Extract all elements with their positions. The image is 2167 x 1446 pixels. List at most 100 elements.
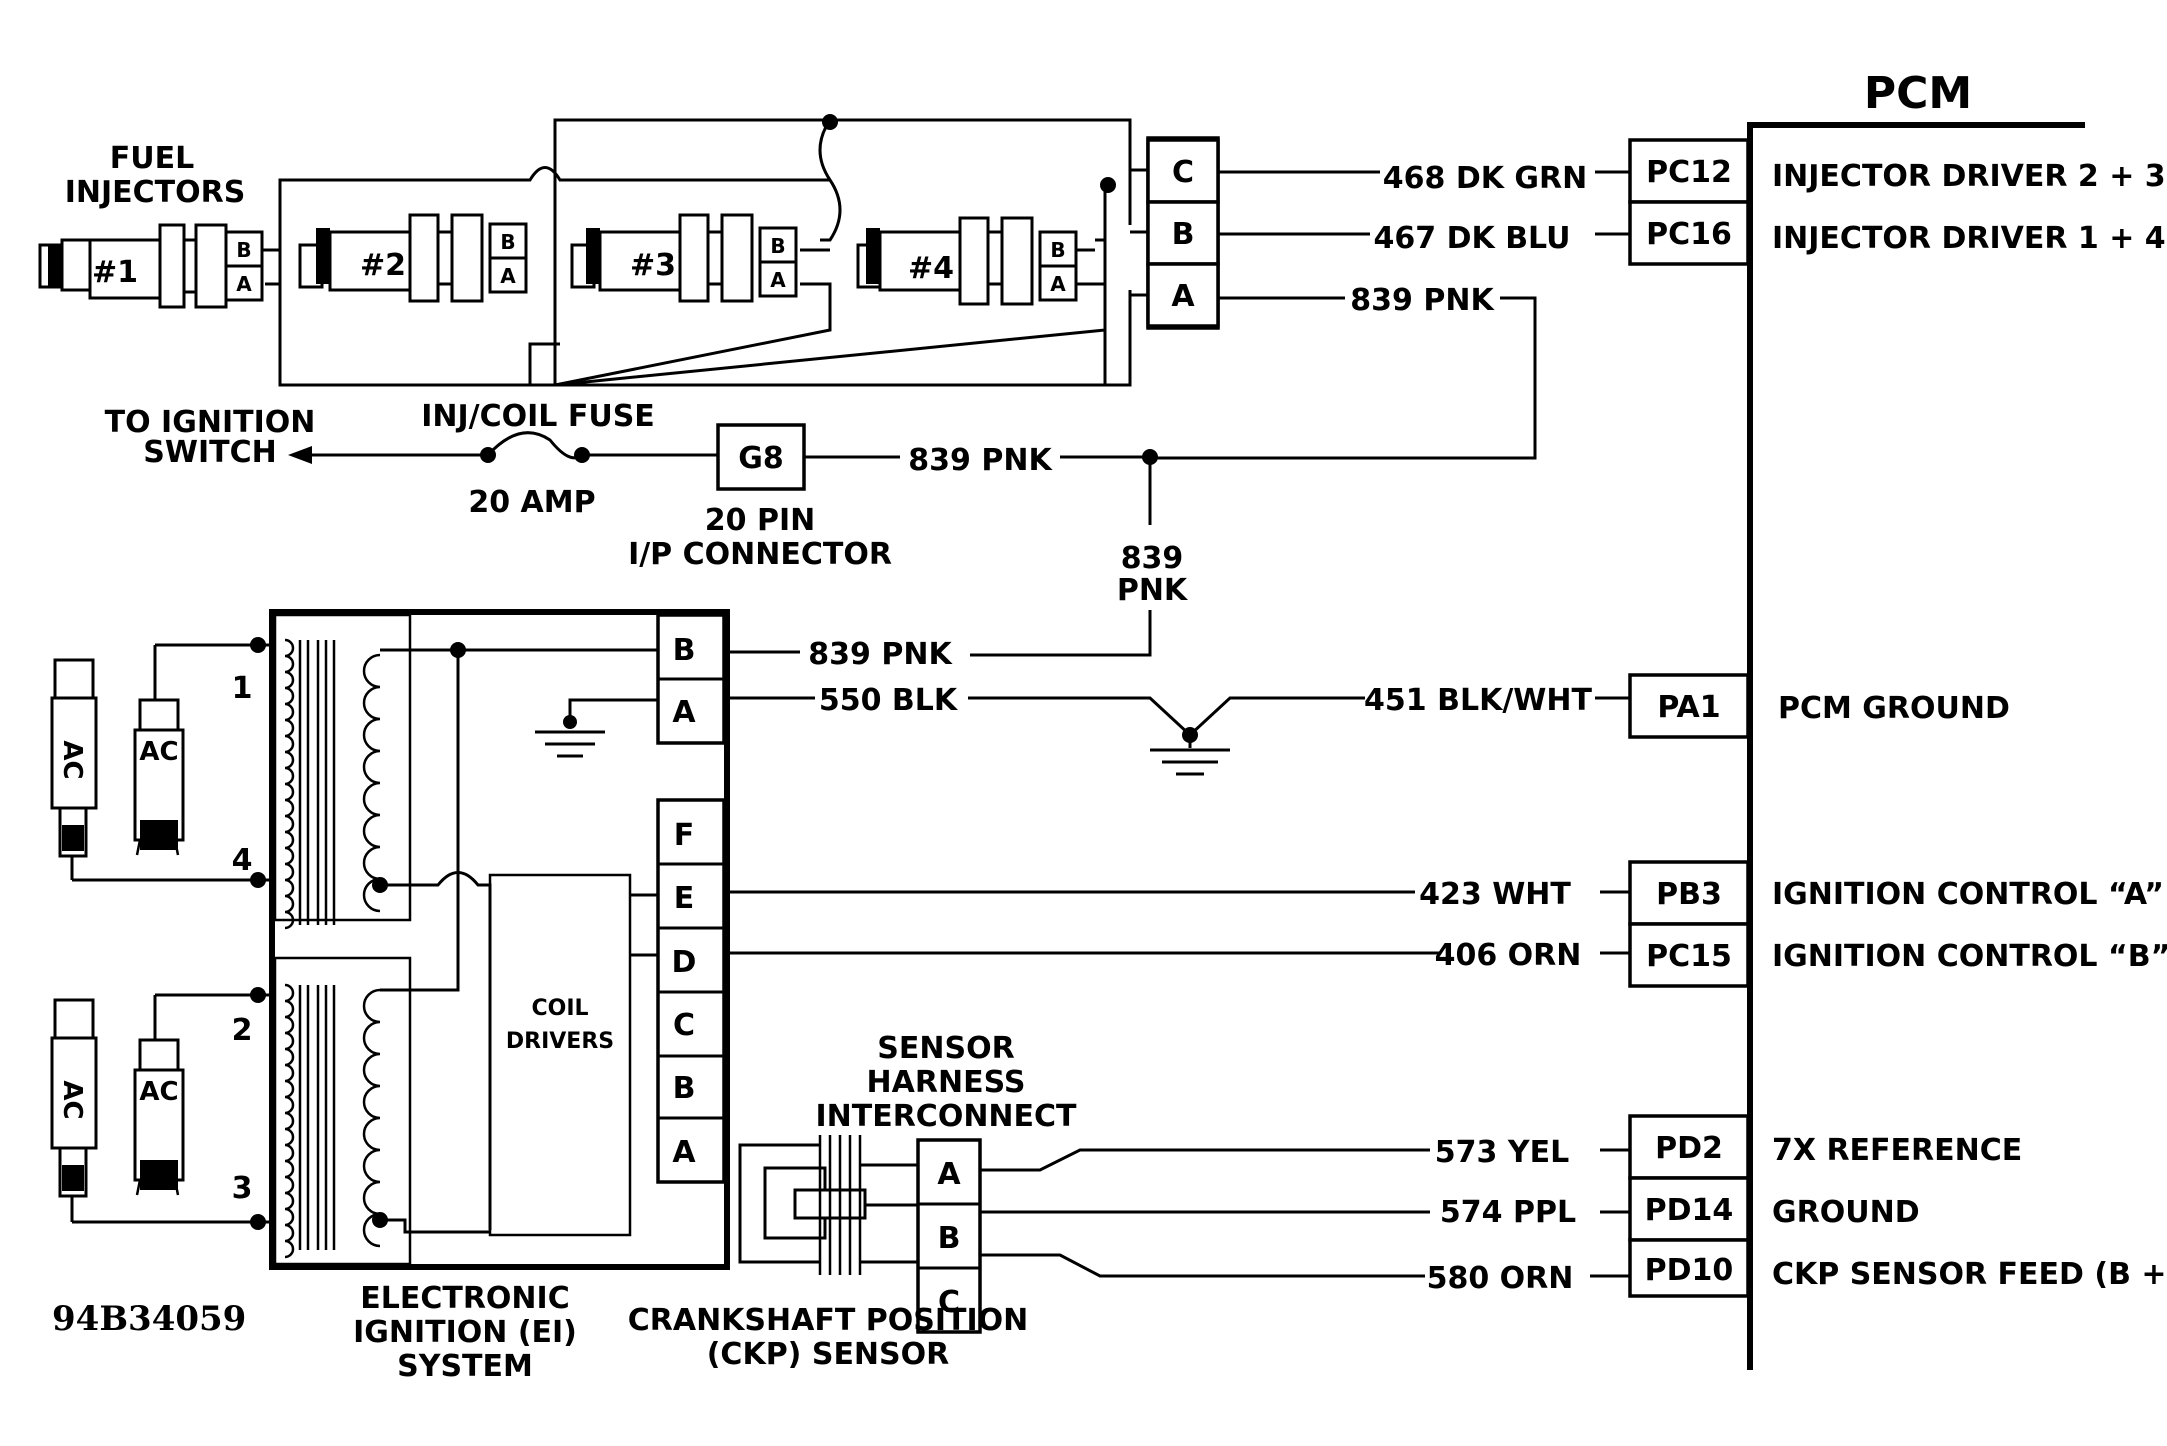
ei-system-label: ELECTRONIC xyxy=(360,1281,569,1316)
pcm-bus-line xyxy=(1747,122,2085,1370)
connector-dividers xyxy=(658,862,724,1120)
wire-label: 467 DK BLU xyxy=(1374,221,1571,256)
pcm-pin-function: IGNITION CONTROL “B” xyxy=(1772,939,2167,974)
pcm-connector-group xyxy=(1628,138,1750,1298)
pcm-pin-label: PB3 xyxy=(1656,877,1722,912)
pcm-pin-function: INJECTOR DRIVER 2 + 3 xyxy=(1772,159,2166,194)
pcm-pin-label: PA1 xyxy=(1657,690,1720,725)
wire-label: PNK xyxy=(1117,573,1189,608)
connector-pin-label: B xyxy=(1172,217,1195,252)
pcm-pin-box xyxy=(1628,1238,1750,1298)
injector-pin-label: B xyxy=(770,234,785,258)
pcm-pin-function: PCM GROUND xyxy=(1778,691,2010,726)
injector-pin-label: A xyxy=(770,268,786,292)
ckp-sensor xyxy=(738,1135,918,1275)
injector-number: #4 xyxy=(908,251,954,286)
splice-dot xyxy=(822,114,838,130)
connector-pin-label: C xyxy=(1172,155,1194,190)
ip-connector-label: 20 PIN xyxy=(705,503,815,538)
coil-terminal-dot xyxy=(250,987,266,1003)
ei-coil-b-wire xyxy=(380,1218,490,1234)
coil-drivers-label: DRIVERS xyxy=(506,1029,614,1054)
spark-plug-brand: AC xyxy=(139,737,178,767)
wire-839-loop xyxy=(1150,296,1537,460)
coil-1-4-primary xyxy=(284,638,381,930)
pcm-pin-function: CKP SENSOR FEED (B + ) xyxy=(1772,1257,2167,1292)
g8-connector xyxy=(716,423,806,491)
sensor-harness-label: HARNESS xyxy=(867,1065,1026,1100)
injector-1 xyxy=(38,223,264,309)
pcm-pin-label: PC12 xyxy=(1646,155,1732,190)
injector-pin-label: A xyxy=(500,264,516,288)
ip-connector-label: I/P CONNECTOR xyxy=(628,537,892,572)
injector-pin-label: A xyxy=(1050,272,1066,296)
spark-plug-brand: AC xyxy=(57,1080,87,1119)
ei-coil-a-wire xyxy=(380,871,492,1230)
pcm-pin-box xyxy=(1628,922,1750,988)
injector-pin-label: B xyxy=(236,238,251,262)
ground-icon xyxy=(1150,735,1230,776)
spark-plug-pair-1-4 xyxy=(50,643,272,882)
cylinder-number: 2 xyxy=(232,1013,253,1048)
pcm-pin-box xyxy=(1628,860,1750,926)
connector-pin-label: C xyxy=(938,1285,960,1320)
injector-4 xyxy=(856,216,1078,306)
wire-label: 451 BLK/WHT xyxy=(1364,683,1592,718)
connector-pin-label: B xyxy=(938,1221,961,1256)
wire-573 xyxy=(980,1148,1430,1172)
wire-label: 423 WHT xyxy=(1419,877,1571,912)
fuel-injectors-title: FUEL xyxy=(110,141,194,176)
injector-pin-label: B xyxy=(1050,238,1065,262)
injector-number: #3 xyxy=(630,248,676,283)
pcm-pin-label: PC16 xyxy=(1646,217,1732,252)
pcm-pin-label: PD2 xyxy=(1655,1131,1723,1166)
pcm-pin-box xyxy=(1628,1114,1750,1180)
connector-pin-label: B xyxy=(673,1071,696,1106)
ei-module xyxy=(269,609,730,1270)
pcm-pin-function: GROUND xyxy=(1772,1195,1920,1230)
wire-label: 839 xyxy=(1121,541,1184,576)
sensor-harness-label: SENSOR xyxy=(877,1031,1014,1066)
cylinder-number: 4 xyxy=(232,843,253,878)
ground-icon xyxy=(535,730,605,758)
wire-label: 550 BLK xyxy=(819,683,959,718)
coil-drivers-label: COIL xyxy=(531,996,588,1021)
to-ignition-label: TO IGNITION xyxy=(105,405,316,440)
g8-label: G8 xyxy=(738,441,784,476)
ckp-sensor-label: (CKP) SENSOR xyxy=(707,1337,950,1372)
spark-plug-brand: AC xyxy=(139,1077,178,1107)
fuse-rating: 20 AMP xyxy=(468,485,595,520)
coil-terminal-dot xyxy=(250,637,266,653)
sensor-harness-label: INTERCONNECT xyxy=(815,1099,1077,1134)
coil-2-3-primary xyxy=(284,983,381,1259)
ei-system-label: SYSTEM xyxy=(397,1349,533,1384)
pcm-pin-box xyxy=(1628,200,1750,266)
pcm-title: PCM xyxy=(1864,68,1972,119)
connector-pin-label: D xyxy=(672,945,697,980)
fuse-terminal xyxy=(480,447,496,463)
injector-2 xyxy=(298,213,528,303)
wire-label: 839 PNK xyxy=(1350,283,1495,318)
spark-plug-pair-2-3 xyxy=(50,993,272,1224)
ckp-harness-connector xyxy=(916,1138,982,1334)
spark-plug-brand: AC xyxy=(57,740,87,779)
coil-terminal-dot xyxy=(250,872,266,888)
fuel-injectors-title: INJECTORS xyxy=(65,175,246,210)
injector-number: #1 xyxy=(92,255,138,290)
ei-internal-b-line xyxy=(380,650,460,992)
injector-harness xyxy=(262,118,1148,387)
ground-dot xyxy=(563,715,577,729)
injector-number: #2 xyxy=(360,248,406,283)
connector-pin-label: A xyxy=(672,1135,696,1170)
coil-drivers-box xyxy=(488,873,632,1237)
fuse-name: INJ/COIL FUSE xyxy=(421,399,655,434)
connector-pin-label: B xyxy=(673,633,696,668)
pcm-pin-function: IGNITION CONTROL “A” xyxy=(1772,877,2164,912)
ei-internal-ground xyxy=(568,698,658,725)
pcm-pin-label: PC15 xyxy=(1646,939,1732,974)
connector-pin-label: C xyxy=(673,1008,695,1043)
cylinder-number: 3 xyxy=(232,1171,253,1206)
connector-dividers xyxy=(918,1202,980,1270)
pcm-pin-label: PD10 xyxy=(1645,1253,1734,1288)
figure-id: 94B34059 xyxy=(52,1299,246,1339)
